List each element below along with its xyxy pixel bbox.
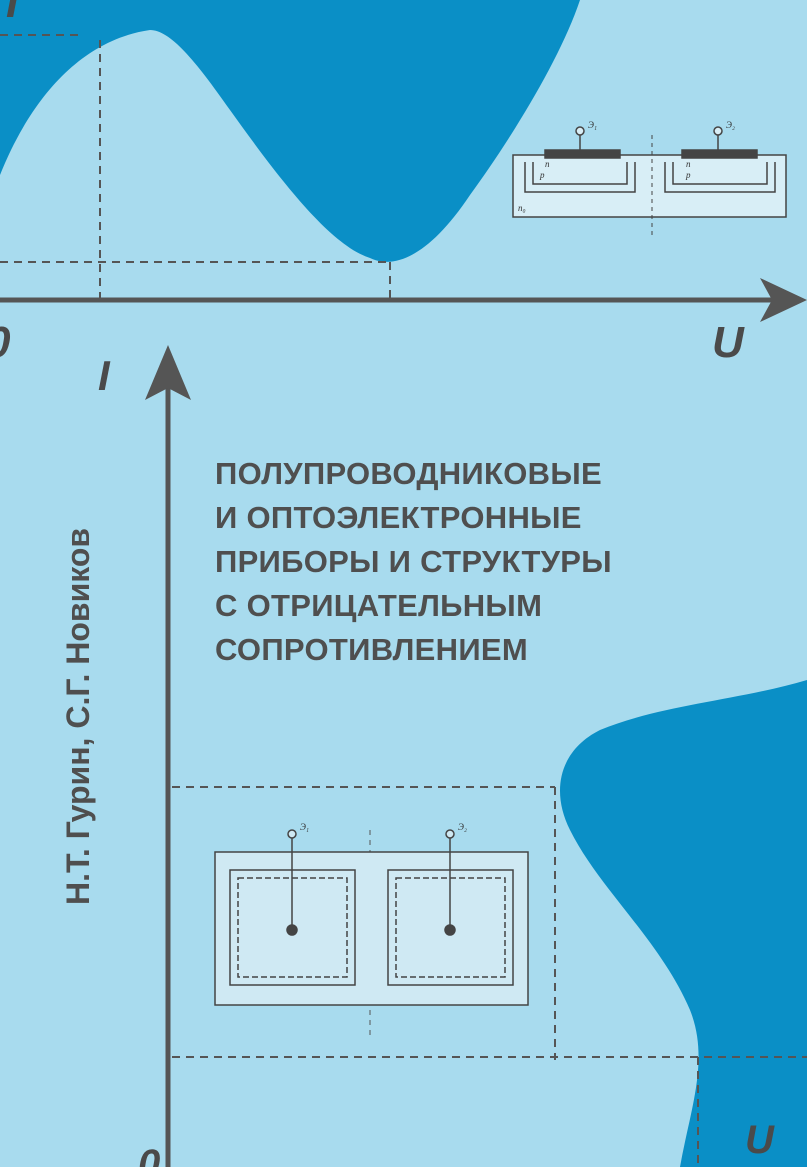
book-authors: Н.Т. Гурин, С.Г. Новиков bbox=[60, 527, 96, 905]
top-left-blue-shape bbox=[0, 0, 150, 175]
cross-section-substrate-label: n₀ bbox=[518, 203, 526, 213]
cross-section-n-label-1: n bbox=[545, 159, 550, 169]
main-y-axis-arrow bbox=[145, 345, 191, 400]
top-view-emitter-1-label: Э₁ bbox=[300, 822, 310, 832]
top-view-diagram bbox=[214, 829, 529, 1006]
top-graph-dashes bbox=[0, 34, 391, 300]
title-line-2: И ОПТОЭЛЕКТРОННЫЕ bbox=[215, 500, 582, 535]
bottom-right-blue-shape bbox=[560, 680, 807, 1167]
top-y-axis-label: I bbox=[6, 0, 19, 27]
book-title: ПОЛУПРОВОДНИКОВЫЕ И ОПТОЭЛЕКТРОННЫЕ ПРИБ… bbox=[215, 452, 735, 672]
bottom-x-axis-label: U bbox=[745, 1118, 774, 1162]
top-view-emitter-2-label: Э₂ bbox=[458, 822, 468, 832]
bottom-origin-label: 0 bbox=[138, 1142, 161, 1167]
title-line-5: СОПРОТИВЛЕНИЕМ bbox=[215, 632, 529, 667]
title-line-3: ПРИБОРЫ И СТРУКТУРЫ bbox=[215, 544, 612, 579]
top-origin-label: 0 bbox=[0, 318, 10, 368]
top-x-axis-label: U bbox=[712, 318, 744, 367]
cross-section-emitter-1-label: Э₁ bbox=[588, 120, 598, 130]
title-line-4: С ОТРИЦАТЕЛЬНЫМ bbox=[215, 588, 543, 623]
cross-section-p-label-1: p bbox=[540, 170, 545, 180]
top-x-axis-arrow bbox=[760, 278, 807, 322]
cross-section-emitter-2-label: Э₂ bbox=[726, 120, 736, 130]
cross-section-diagram bbox=[512, 126, 787, 235]
main-y-axis-label: I bbox=[98, 352, 110, 399]
top-right-blue-shape bbox=[150, 0, 580, 262]
title-line-1: ПОЛУПРОВОДНИКОВЫЕ bbox=[215, 456, 602, 491]
cross-section-n-label-2: n bbox=[686, 159, 691, 169]
cross-section-p-label-2: p bbox=[686, 170, 691, 180]
